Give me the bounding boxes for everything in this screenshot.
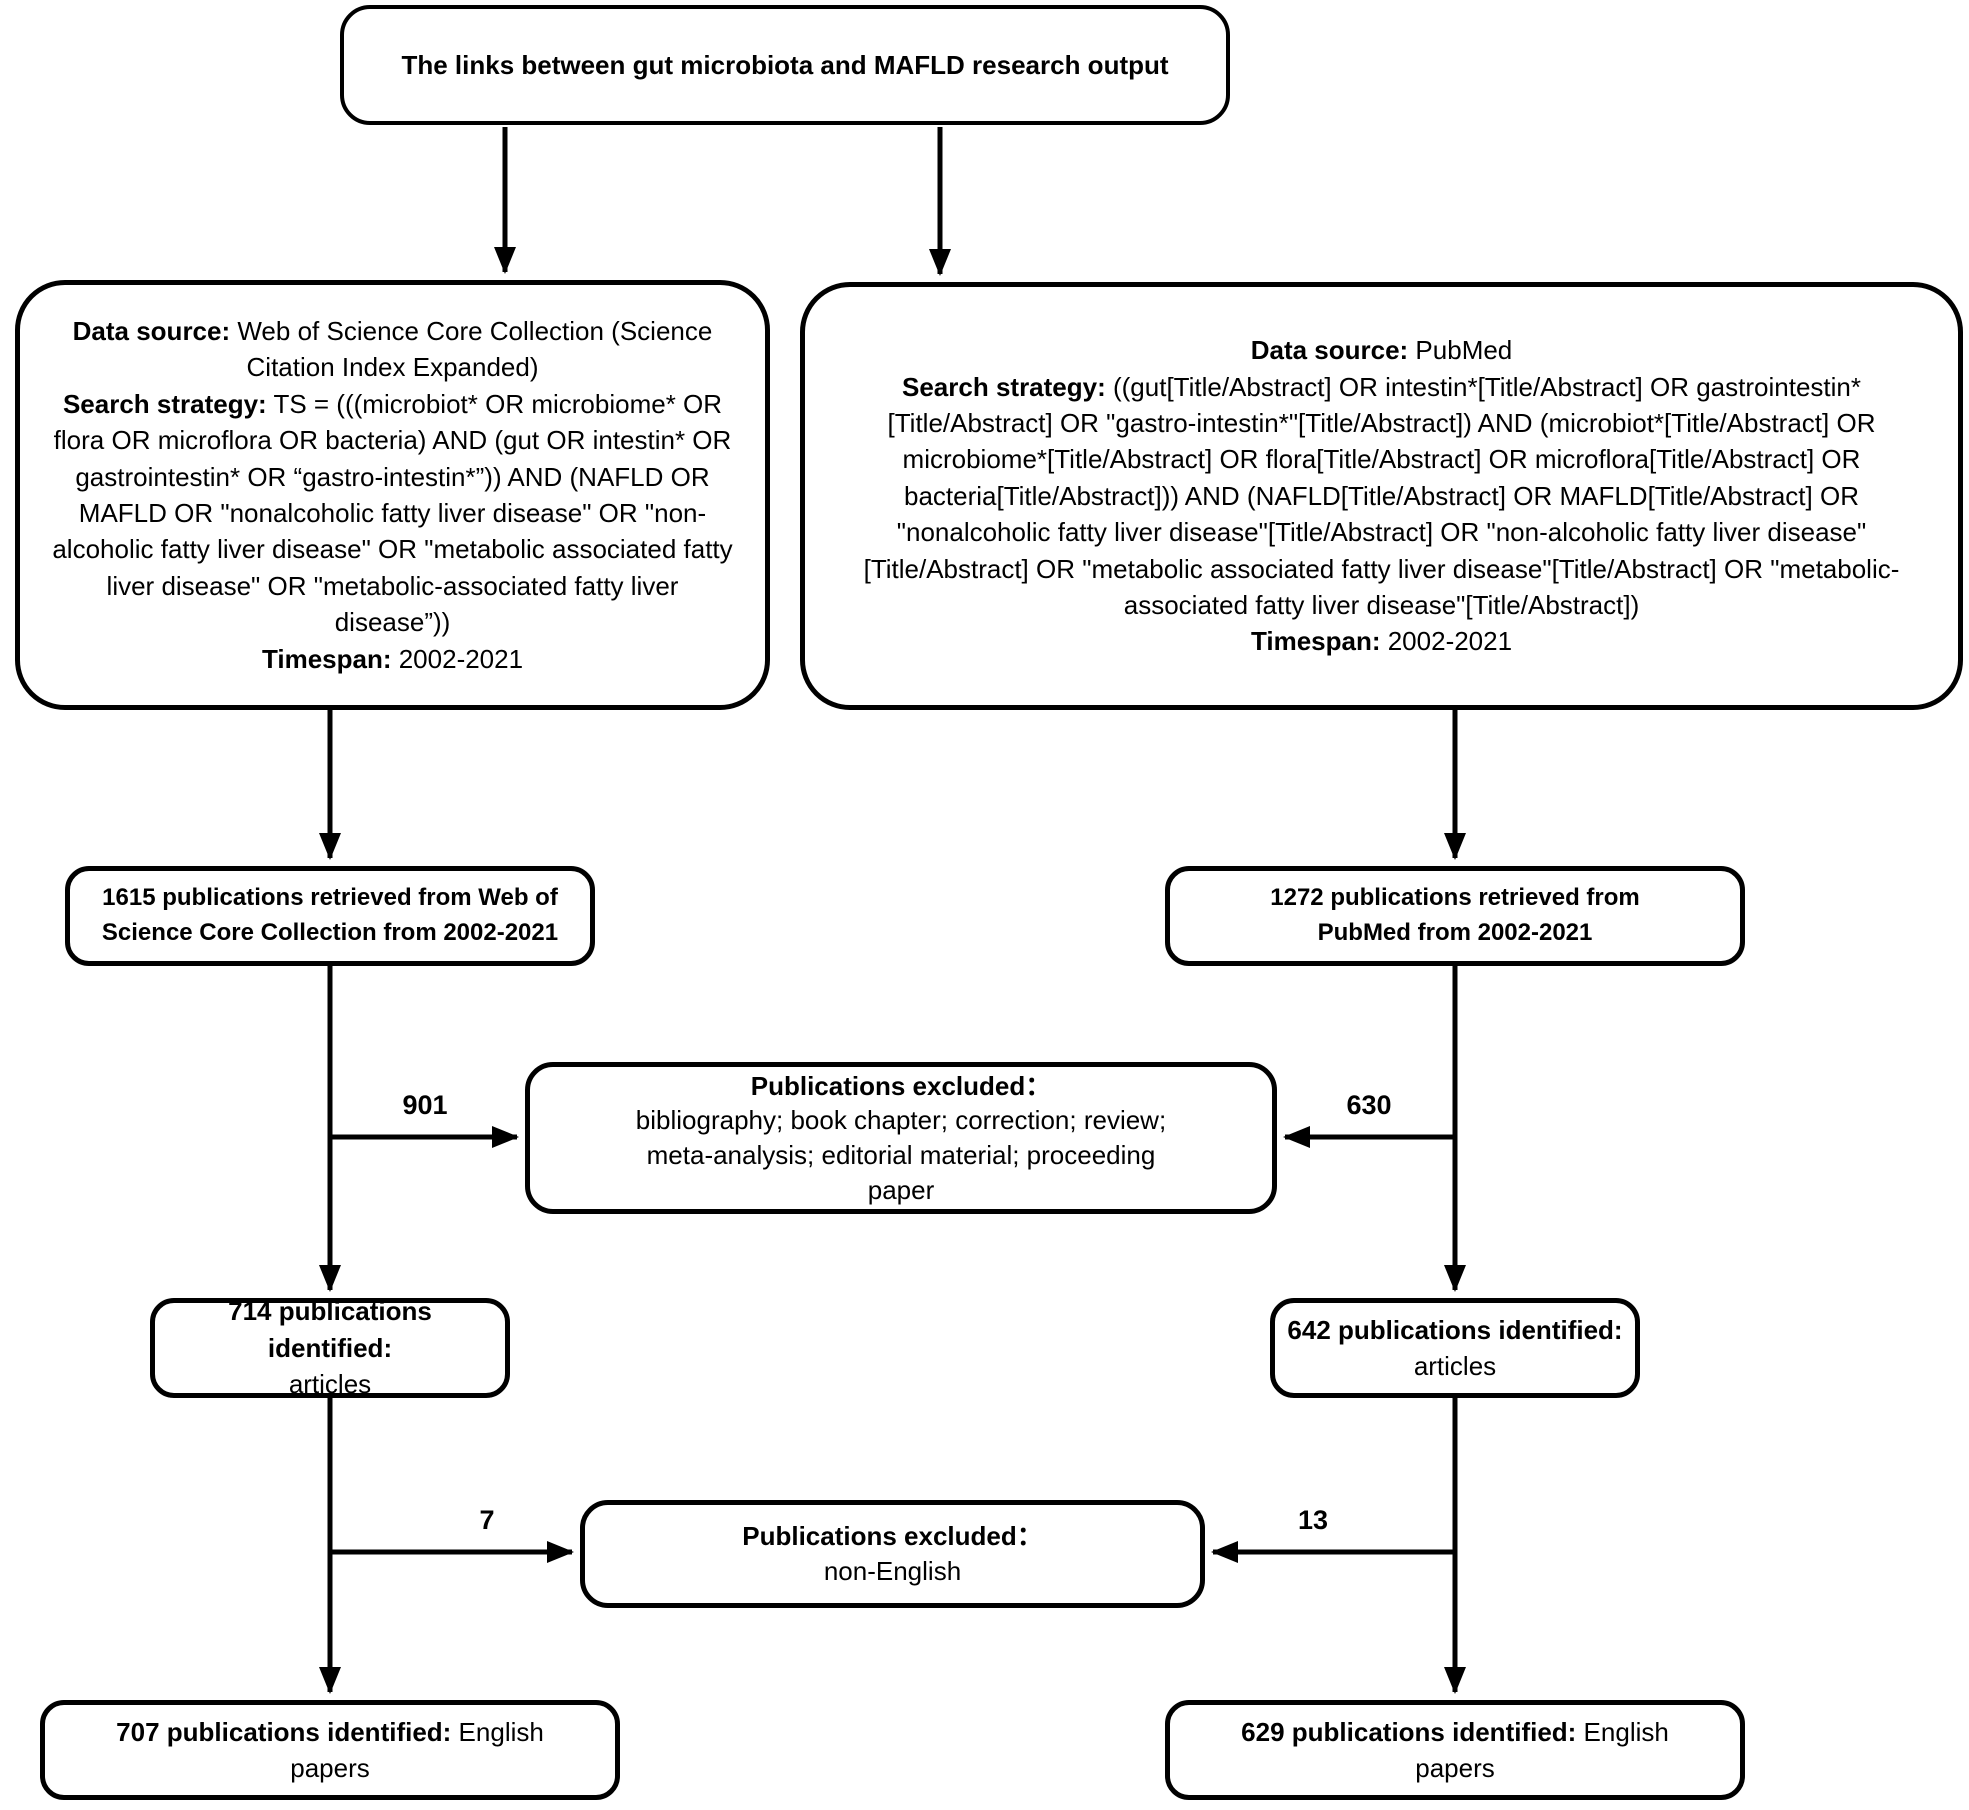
title-box: The links between gut microbiota and MAF… (340, 5, 1230, 125)
excluded-types-box: Publications excluded： bibliography; boo… (525, 1062, 1277, 1214)
wos-english-rest: English (451, 1716, 544, 1747)
pubmed-data-source: Data source: PubMed (1251, 332, 1513, 368)
pubmed-search-strategy: Search strategy: ((gut[Title/Abstract] O… (825, 369, 1938, 624)
excluded-types-line2: meta-analysis; editorial material; proce… (646, 1140, 1156, 1170)
pubmed-english-rest: English (1576, 1716, 1669, 1747)
wos-timespan-value: 2002-2021 (391, 643, 524, 674)
pubmed-retrieved-line2: PubMed from 2002-2021 (1317, 919, 1593, 946)
pubmed-english-line1: 629 publications identified: English (1241, 1714, 1669, 1750)
pubmed-data-source-label: Data source: (1250, 335, 1409, 366)
wos-data-source-value: Web of Science Core Collection (Science … (230, 316, 713, 383)
pubmed-articles-box: 642 publications identified: articles (1270, 1298, 1640, 1398)
pubmed-english-count-bold: 629 publications identified: (1241, 1716, 1577, 1747)
excluded-types-line1: bibliography; book chapter; correction; … (635, 1105, 1167, 1136)
pubmed-retrieved-line1: 1272 publications retrieved from (1270, 884, 1640, 912)
excluded-language-line1: non-English (823, 1556, 962, 1586)
wos-search-strategy-label: Search strategy: (62, 388, 267, 419)
pubmed-articles-count-bold: 642 publications identified: (1287, 1314, 1623, 1345)
excluded-types-line3: paper (867, 1174, 935, 1205)
wos-english-line1: 707 publications identified: English (116, 1714, 544, 1750)
pubmed-search-strategy-label: Search strategy: (902, 371, 1106, 402)
wos-retrieved-box: 1615 publications retrieved from Web of … (65, 866, 595, 966)
wos-timespan: Timespan: 2002-2021 (262, 641, 523, 677)
wos-excluded-count-label: 901 (402, 1090, 448, 1120)
pubmed-timespan-value: 2002-2021 (1380, 626, 1513, 657)
pubmed-english-line2: papers (1415, 1753, 1495, 1783)
wos-nonenglish-count-label: 7 (479, 1505, 495, 1535)
pubmed-timespan-label: Timespan: (1250, 626, 1381, 657)
wos-source-box: Data source: Web of Science Core Collect… (15, 280, 770, 710)
wos-retrieved-line2: Science Core Collection from 2002-2021 (101, 919, 559, 946)
wos-articles-type: articles (288, 1369, 372, 1400)
pubmed-english-box: 629 publications identified: English pap… (1165, 1700, 1745, 1800)
pubmed-excluded-count-label: 630 (1346, 1090, 1392, 1120)
excluded-language-heading: Publications excluded： (742, 1521, 1043, 1552)
pubmed-nonenglish-count-label: 13 (1297, 1505, 1329, 1535)
pubmed-retrieved-box: 1272 publications retrieved from PubMed … (1165, 866, 1745, 966)
wos-articles-count: 714 publications identified: (165, 1293, 495, 1366)
wos-data-source: Data source: Web of Science Core Collect… (46, 313, 739, 386)
excluded-types-heading: Publications excluded： (750, 1070, 1052, 1101)
wos-articles-box: 714 publications identified: articles (150, 1296, 510, 1399)
diagram-title: The links between gut microbiota and MAF… (401, 49, 1169, 80)
pubmed-articles-count: 642 publications identified: (1287, 1312, 1622, 1348)
wos-data-source-label: Data source: (72, 316, 231, 347)
wos-search-strategy: Search strategy: TS = (((microbiot* OR m… (46, 386, 739, 641)
wos-search-strategy-value: TS = (((microbiot* OR microbiome* OR flo… (52, 388, 733, 638)
wos-timespan-label: Timespan: (261, 643, 392, 674)
wos-english-count-bold: 707 publications identified: (116, 1716, 452, 1747)
wos-english-line2: papers (290, 1753, 370, 1783)
excluded-language-box: Publications excluded： non-English (580, 1500, 1205, 1608)
pubmed-articles-type: articles (1413, 1351, 1497, 1381)
pubmed-search-strategy-value: ((gut[Title/Abstract] OR intestin*[Title… (863, 371, 1900, 620)
pubmed-source-box: Data source: PubMed Search strategy: ((g… (800, 282, 1963, 710)
wos-articles-count-bold: 714 publications identified: (228, 1296, 432, 1363)
wos-retrieved-line1: 1615 publications retrieved from Web of (102, 884, 558, 912)
pubmed-data-source-value: PubMed (1408, 335, 1513, 366)
pubmed-timespan: Timespan: 2002-2021 (1251, 623, 1512, 659)
wos-english-box: 707 publications identified: English pap… (40, 1700, 620, 1800)
